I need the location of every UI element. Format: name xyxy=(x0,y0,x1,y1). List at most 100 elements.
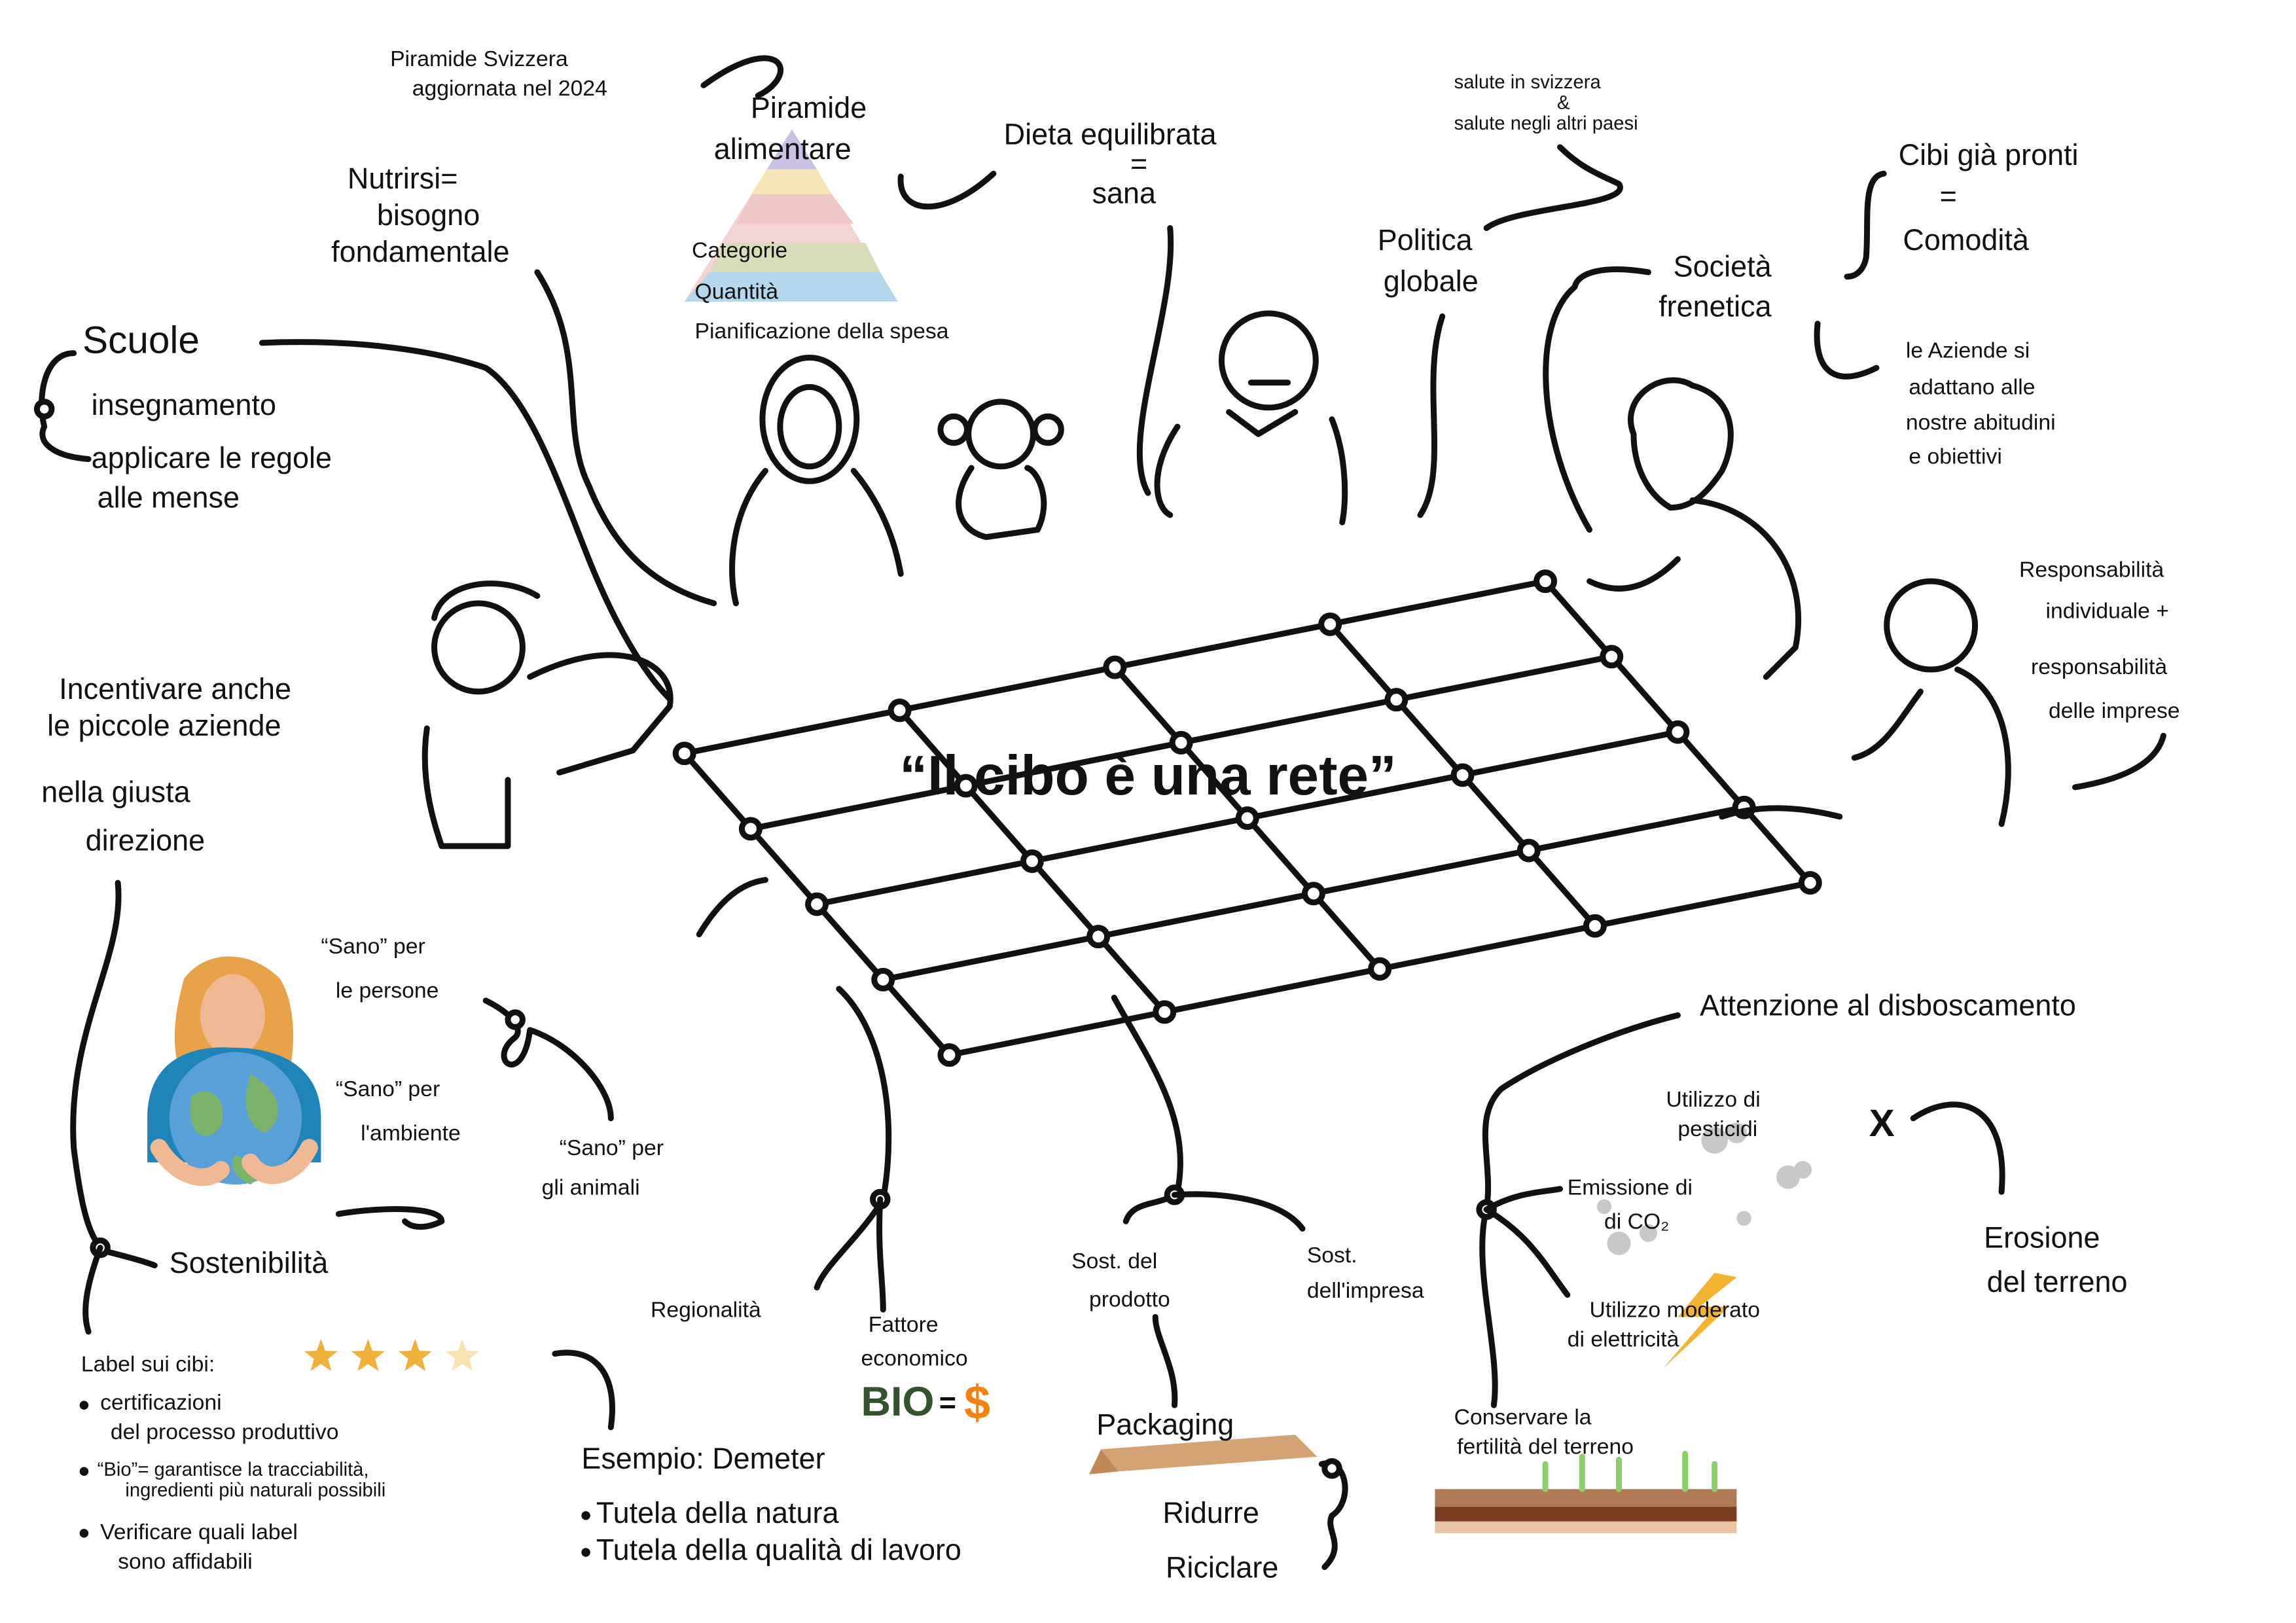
health-line2: & xyxy=(1557,92,1570,113)
emissions-line1: Emissione di xyxy=(1568,1175,1693,1200)
pyramid-note-line1: Piramide Svizzera xyxy=(390,46,568,71)
ready-food-line2: = xyxy=(1940,179,1957,213)
fertility-line1: Conservare la xyxy=(1454,1404,1592,1429)
nutrition-line3: fondamentale xyxy=(331,235,509,268)
politics-line1: Politica xyxy=(1378,223,1473,257)
net-knot xyxy=(1318,612,1342,636)
labels-item3-line1: Verificare quali label xyxy=(100,1520,298,1544)
packaging-title: Packaging xyxy=(1096,1408,1234,1441)
companies-line3: nostre abitudini xyxy=(1906,410,2056,435)
labels-item2-line2: ingredienti più naturali possibili xyxy=(125,1480,386,1501)
pyramid-title-line1: Piramide xyxy=(751,91,867,124)
labels-item1-line1: certificazioni xyxy=(100,1390,222,1415)
schools-title: Scuole xyxy=(82,319,200,362)
nutrition-line2: bisogno xyxy=(377,198,480,232)
incentives-line1: Incentivare anche xyxy=(59,672,291,705)
net-knot xyxy=(1368,957,1392,981)
nutrition-line1: Nutrirsi= xyxy=(348,162,458,195)
net-knot xyxy=(1600,645,1624,669)
responsibility-line1: Responsabilità xyxy=(2019,557,2164,582)
economy-line2: economico xyxy=(861,1346,968,1371)
demeter-title: Esempio: Demeter xyxy=(581,1442,825,1475)
person-woman-hijab xyxy=(729,354,904,607)
society-line2: frenetica xyxy=(1659,289,1771,323)
healthy-env-line2: l'ambiente xyxy=(361,1121,461,1146)
packaging-recycle: Riciclare xyxy=(1166,1550,1278,1584)
dollar-icon: $ xyxy=(964,1376,990,1429)
net-knot xyxy=(805,892,829,916)
pesticides-line1: Utilizzo di xyxy=(1666,1087,1760,1112)
net-knot xyxy=(1235,806,1259,830)
diet-line2: = xyxy=(1130,147,1147,180)
companies-line2: adattano alle xyxy=(1909,375,2035,400)
emissions-line2: di CO₂ xyxy=(1604,1209,1669,1234)
net-knot xyxy=(1583,914,1607,938)
sust-company-line1: Sost. xyxy=(1307,1243,1357,1268)
soil-illustration xyxy=(1435,1450,1737,1533)
pesticides-line2: pesticidi xyxy=(1677,1116,1757,1141)
health-line3: salute negli altri paesi xyxy=(1454,113,1638,134)
star-filled-icon xyxy=(398,1339,432,1371)
healthy-people-line1: “Sano” per xyxy=(321,934,425,959)
packaging-box-icon xyxy=(1089,1435,1318,1474)
net-knot xyxy=(888,698,912,722)
pyramid-item-planning: Pianificazione della spesa xyxy=(694,319,948,344)
net-knot xyxy=(1103,655,1127,679)
net-knot xyxy=(1301,882,1325,906)
incentives-line2: le piccole aziende xyxy=(47,709,281,742)
pyramid-item-categories: Categorie xyxy=(692,238,787,262)
responsibility-line2: individuale + xyxy=(2046,598,2169,623)
politics-line2: globale xyxy=(1384,264,1479,298)
sust-product-line2: prodotto xyxy=(1089,1287,1170,1312)
schools-item3: alle mense xyxy=(98,481,240,514)
electricity-line1: Utilizzo moderato xyxy=(1590,1297,1760,1322)
healthy-people-line2: le persone xyxy=(336,978,439,1003)
star-filled-icon xyxy=(304,1339,338,1371)
pesticides-cross-icon: X xyxy=(1869,1102,1895,1145)
healthy-animals-line2: gli animali xyxy=(542,1175,640,1200)
people-illustrations xyxy=(422,310,2011,849)
net-knot xyxy=(1169,730,1193,755)
person-old-man xyxy=(1154,310,1348,526)
erosion-line2: del terreno xyxy=(1987,1265,2128,1298)
incentives-line4: direzione xyxy=(86,824,205,857)
net-knot xyxy=(738,817,762,841)
healthy-animals-line1: “Sano” per xyxy=(560,1135,664,1160)
schools-item2: applicare le regole xyxy=(92,441,332,474)
responsibility-line3: responsabilità xyxy=(2031,654,2167,679)
connector-lines xyxy=(33,55,2166,1571)
ready-food-line1: Cibi già pronti xyxy=(1899,138,2079,171)
fertility-line2: fertilità del terreno xyxy=(1457,1434,1634,1459)
sustainability-title: Sostenibilità xyxy=(170,1246,328,1279)
net-knot xyxy=(937,1043,961,1067)
sust-company-line2: dell'impresa xyxy=(1307,1278,1424,1303)
pyramid-title-line2: alimentare xyxy=(714,132,852,166)
person-woman-curly xyxy=(1587,377,1801,680)
earth-hug-illustration xyxy=(147,956,321,1186)
erosion-line1: Erosione xyxy=(1984,1221,2100,1255)
labels-item3-line2: sono affidabili xyxy=(118,1549,253,1574)
ready-food-line3: Comodità xyxy=(1903,223,2028,257)
net-knot xyxy=(1086,925,1111,949)
schools-item1: insegnamento xyxy=(92,388,276,421)
central-title: “Il cibo è una rete” xyxy=(899,745,1397,807)
companies-line4: e obiettivi xyxy=(1909,444,2001,469)
star-empty-icon xyxy=(445,1339,479,1371)
labels-item2-line1: “Bio”= garantisce la tracciabilità, xyxy=(98,1459,369,1480)
sust-product-line1: Sost. del xyxy=(1071,1249,1157,1274)
net-knot xyxy=(954,774,978,798)
society-line1: Società xyxy=(1674,250,1772,283)
pyramid-note-line2: aggiornata nel 2024 xyxy=(412,76,607,101)
net-knot xyxy=(1384,688,1408,712)
bio-label: BIO xyxy=(861,1379,935,1425)
companies-line1: le Aziende si xyxy=(1906,338,2030,363)
pyramid-item-quantity: Quantità xyxy=(694,279,778,304)
net-knot xyxy=(1666,720,1690,744)
electricity-line2: di elettricità xyxy=(1568,1327,1679,1351)
packaging-reduce: Ridurre xyxy=(1162,1496,1259,1529)
regionality-label: Regionalità xyxy=(651,1297,761,1322)
demeter-item2: Tutela della qualità di lavoro xyxy=(596,1533,961,1566)
demeter-item1: Tutela della natura xyxy=(596,1496,839,1529)
responsibility-line4: delle imprese xyxy=(2049,698,2180,723)
